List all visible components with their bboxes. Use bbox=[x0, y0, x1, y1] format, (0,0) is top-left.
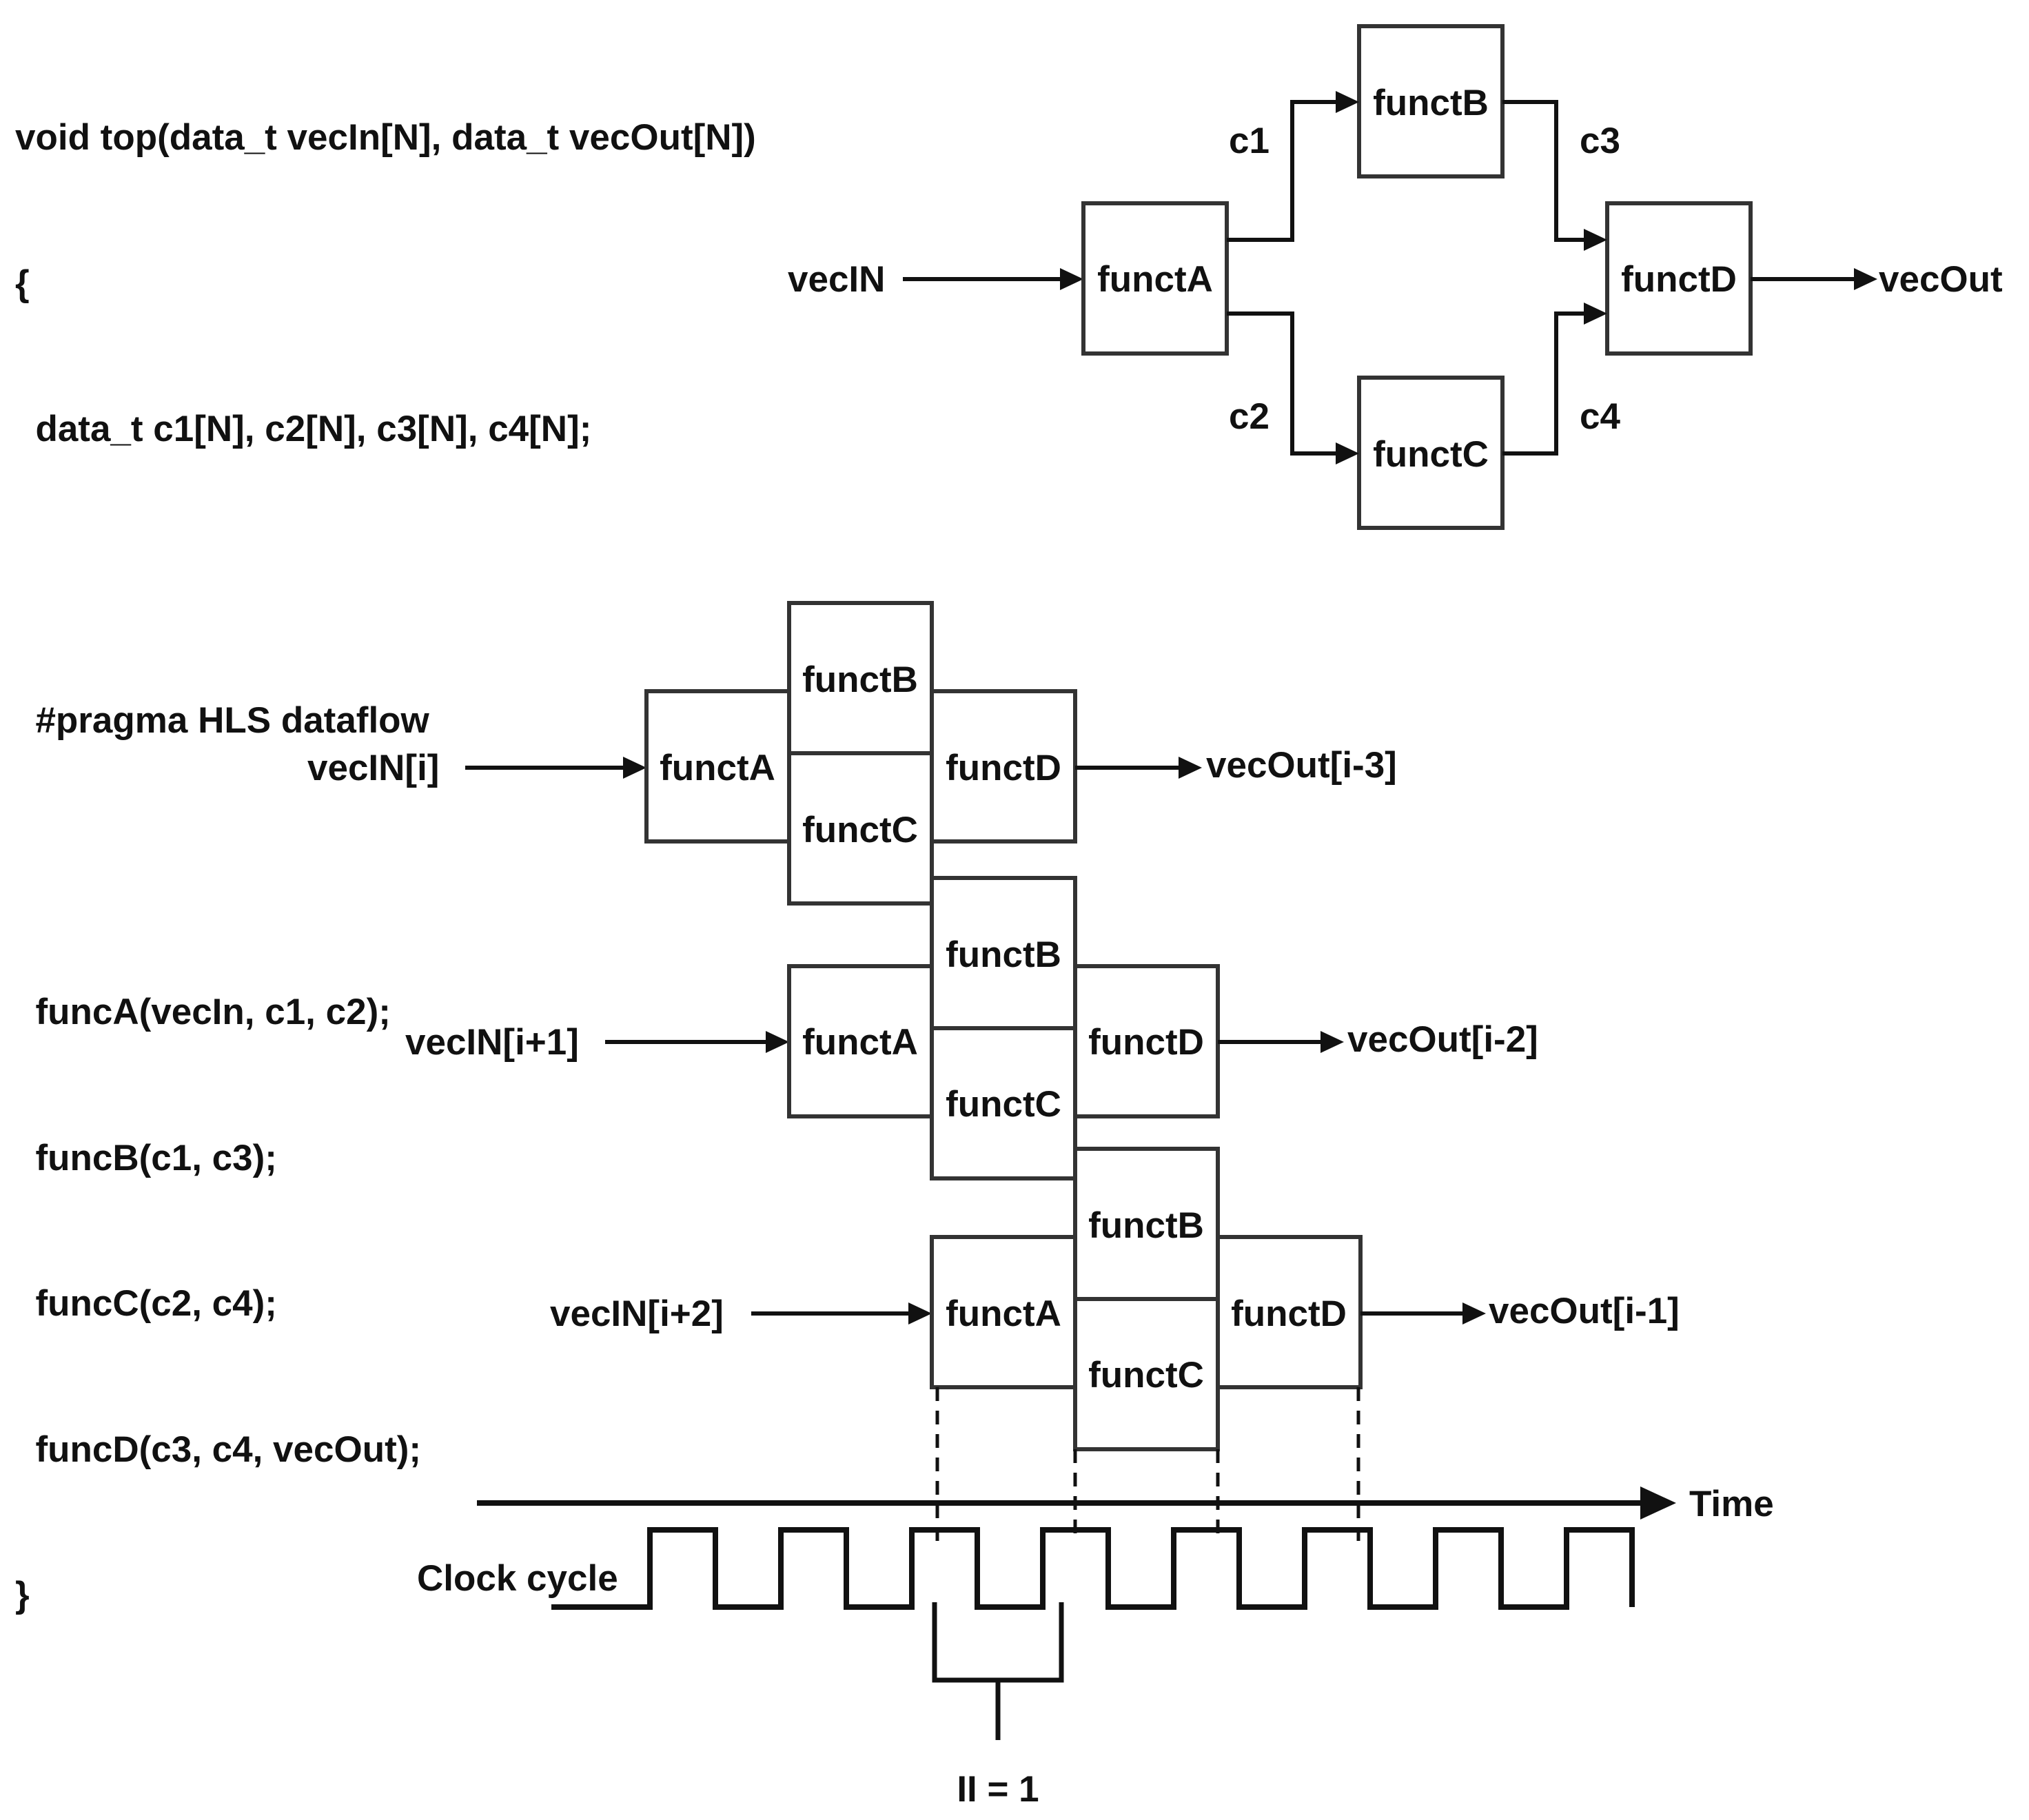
stage-output-label: vecOut[i-2] bbox=[1347, 1019, 1538, 1060]
code-line: funcD(c3, c4, vecOut); bbox=[15, 1429, 422, 1470]
funct-d-label: functD bbox=[946, 748, 1061, 788]
arrow-head bbox=[1854, 268, 1877, 290]
arrow-head bbox=[908, 1302, 932, 1325]
funct-a-box bbox=[1081, 201, 1229, 356]
funct-d-box bbox=[1216, 1235, 1363, 1389]
funct-a-box bbox=[787, 964, 934, 1118]
pipeline-stage-3: vecIN[i+2] functA functB functC functD v… bbox=[550, 1147, 1680, 1451]
stage-input-label: vecIN[i] bbox=[307, 748, 439, 788]
ii-label: II = 1 bbox=[957, 1769, 1039, 1810]
channel-c2-label: c2 bbox=[1229, 396, 1270, 437]
stage-input-label: vecIN[i+1] bbox=[405, 1022, 579, 1063]
code-line: } bbox=[15, 1575, 30, 1615]
stage-output-label: vecOut[i-3] bbox=[1206, 745, 1397, 786]
funct-a-label: functA bbox=[946, 1294, 1061, 1334]
funct-d-label: functD bbox=[1088, 1022, 1204, 1063]
funct-c-label: functC bbox=[802, 810, 918, 850]
funct-c-box bbox=[1357, 376, 1505, 530]
funct-b-label: functB bbox=[802, 660, 918, 700]
funct-c-label: functC bbox=[946, 1084, 1061, 1125]
funct-c-box bbox=[787, 751, 934, 906]
funct-d-box bbox=[1073, 964, 1220, 1118]
stage-input-label: vecIN[i+2] bbox=[550, 1294, 724, 1334]
c3-wire bbox=[1502, 100, 1591, 242]
block-diagram: vecIN functA functB functC functD vecOut… bbox=[788, 24, 2003, 530]
c1-wire bbox=[1227, 100, 1343, 242]
arrow-head bbox=[1462, 1302, 1486, 1325]
input-label: vecIN bbox=[788, 259, 885, 300]
pipeline-stage-1: vecIN[i] functA functB functC functD vec… bbox=[307, 601, 1397, 906]
arrow-head bbox=[1336, 442, 1359, 464]
channel-c1-label: c1 bbox=[1229, 121, 1270, 161]
time-label: Time bbox=[1689, 1484, 1774, 1524]
time-axis-arrow-head bbox=[1640, 1486, 1676, 1520]
arrow-head bbox=[1584, 303, 1607, 325]
funct-b-box bbox=[1357, 24, 1505, 178]
funct-a-label: functA bbox=[1097, 259, 1213, 300]
code-line: data_t c1[N], c2[N], c3[N], c4[N]; bbox=[15, 409, 592, 449]
code-line: #pragma HLS dataflow bbox=[15, 700, 429, 741]
code-line: { bbox=[15, 263, 30, 304]
arrow-head bbox=[1060, 268, 1083, 290]
code-line: void top(data_t vecIn[N], data_t vecOut[… bbox=[15, 117, 756, 158]
arrow-head bbox=[1179, 757, 1202, 779]
stage-output-label: vecOut[i-1] bbox=[1489, 1291, 1680, 1331]
channel-c4-label: c4 bbox=[1580, 396, 1620, 437]
funct-b-label: functB bbox=[946, 934, 1061, 975]
funct-c-label: functC bbox=[1088, 1355, 1204, 1395]
funct-a-box bbox=[930, 1235, 1077, 1389]
funct-b-label: functB bbox=[1088, 1205, 1204, 1246]
funct-a-label: functA bbox=[660, 748, 775, 788]
funct-d-label: functD bbox=[1231, 1294, 1347, 1334]
pipeline-stage-2: vecIN[i+1] functA functB functC functD v… bbox=[405, 876, 1538, 1180]
arrow-head bbox=[1321, 1031, 1344, 1053]
funct-c-box bbox=[1073, 1297, 1220, 1451]
funct-d-label: functD bbox=[1621, 259, 1737, 300]
arrow-head bbox=[766, 1031, 789, 1053]
funct-d-box bbox=[930, 689, 1077, 843]
code-listing: void top(data_t vecIn[N], data_t vecOut[… bbox=[15, 17, 842, 1717]
timing-section: Time Clock cycle II = 1 bbox=[417, 1387, 1774, 1810]
arrow-head bbox=[623, 757, 646, 779]
funct-a-label: functA bbox=[802, 1022, 918, 1063]
arrow-head bbox=[1584, 229, 1607, 251]
funct-b-label: functB bbox=[1373, 83, 1489, 123]
arrow-head bbox=[1336, 91, 1359, 113]
c4-wire bbox=[1502, 311, 1591, 456]
code-line: funcC(c2, c4); bbox=[15, 1283, 277, 1324]
ii-bracket bbox=[932, 1602, 1064, 1740]
output-label: vecOut bbox=[1879, 259, 2003, 300]
funct-c-box bbox=[930, 1026, 1077, 1180]
funct-c-label: functC bbox=[1373, 434, 1489, 475]
clock-waveform bbox=[551, 1527, 1635, 1610]
code-line: funcA(vecIn, c1, c2); bbox=[15, 992, 391, 1032]
code-line: funcB(c1, c3); bbox=[15, 1137, 277, 1178]
clock-cycle-label: Clock cycle bbox=[417, 1558, 618, 1599]
channel-c3-label: c3 bbox=[1580, 121, 1620, 161]
c2-wire bbox=[1227, 311, 1343, 456]
